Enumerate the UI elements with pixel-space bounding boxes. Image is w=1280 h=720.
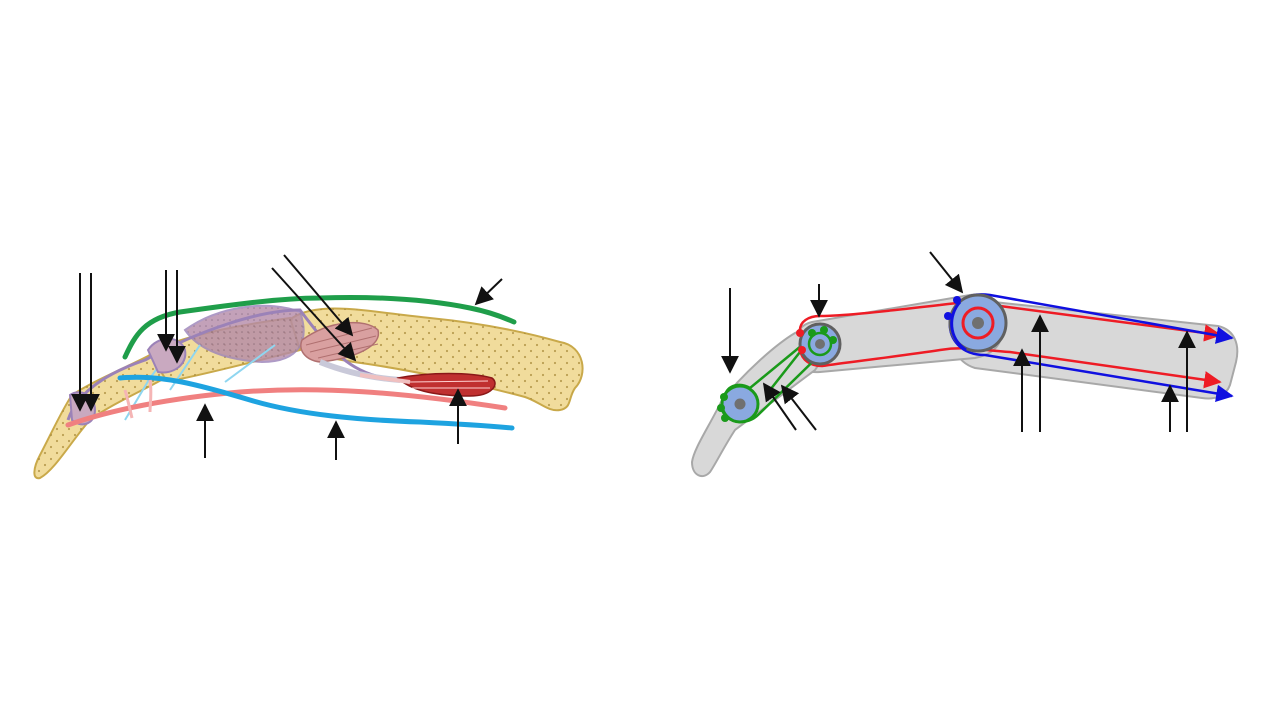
arrow-icon (283, 254, 354, 337)
green-anchor (820, 326, 828, 334)
green-anchor (717, 404, 725, 412)
tendons (65, 294, 517, 431)
anatomical-finger-panel (30, 254, 595, 490)
red-anchor (796, 329, 804, 337)
blue-anchor (953, 296, 961, 304)
green-anchor (829, 336, 837, 344)
lumbrical-tendon (359, 373, 411, 384)
anatomy-annotation-arrows (71, 254, 503, 460)
robot-annotation-arrows (721, 251, 1196, 432)
arrow-icon (780, 384, 817, 431)
flexor-digitorum-superficialis (65, 387, 508, 428)
mcp-joint-axle (972, 317, 984, 329)
distal-phalanx-texture (34, 355, 166, 479)
pip-joint-axle (815, 339, 825, 349)
red-anchor (798, 346, 806, 354)
robot-joints (720, 293, 1008, 424)
lumbrical-fibers (409, 380, 490, 389)
green-anchor (720, 393, 728, 401)
mcp-joint-blue-arc (950, 300, 967, 352)
arrow-icon (929, 251, 964, 294)
lumbrical-muscle (359, 372, 496, 397)
dip-joint-axle (734, 398, 746, 410)
arrow-icon (474, 278, 503, 306)
arrow-icon (271, 267, 357, 362)
vincula (123, 379, 153, 419)
arrow-icon (762, 382, 797, 431)
tendon-anchors (717, 296, 961, 422)
lumbrical-muscle-belly (396, 372, 496, 397)
green-anchor (808, 329, 816, 337)
blue-anchor (944, 312, 952, 320)
robotic-finger-panel (690, 251, 1239, 478)
finger-bones (33, 307, 584, 480)
flexor-digitorum-profundus (117, 374, 515, 431)
green-anchor (721, 414, 729, 422)
